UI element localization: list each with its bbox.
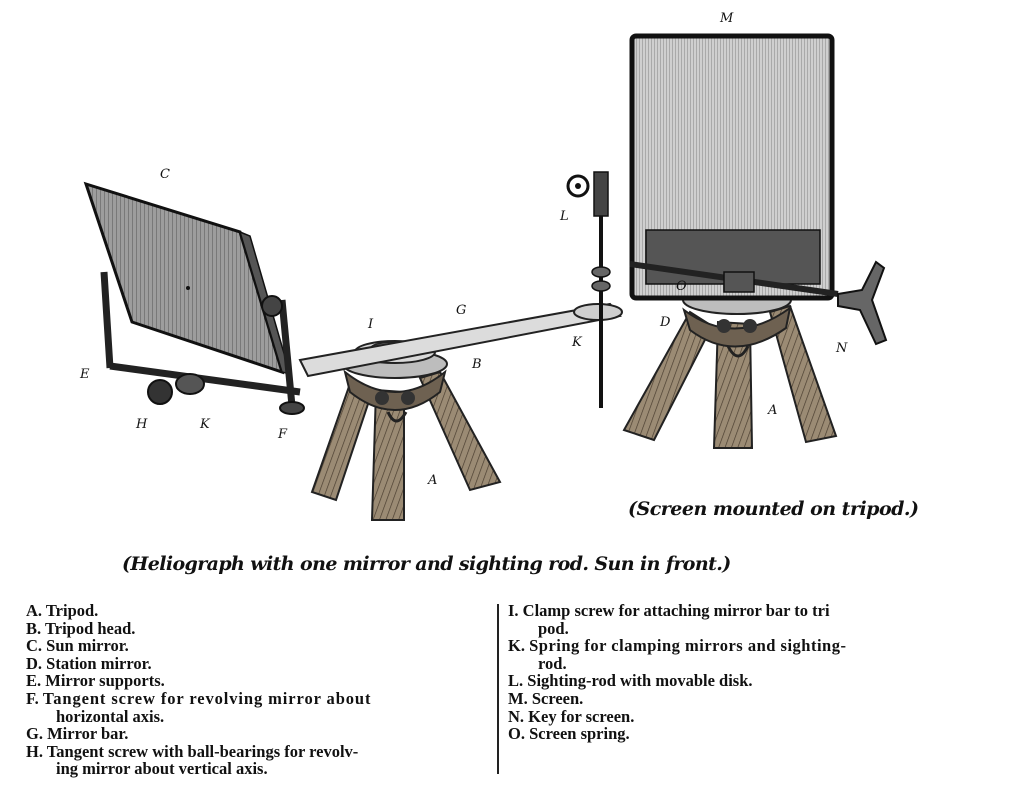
- screen-caption: (Screen mounted on tripod.): [628, 498, 919, 520]
- legend-item-k: K. Spring for clamping mirrors and sight…: [508, 636, 847, 673]
- legend-right-column: I. Clamp screw for attaching mirror bar …: [508, 602, 978, 743]
- screen: [629, 33, 888, 346]
- label-g: G: [456, 303, 466, 318]
- legend-divider: [497, 604, 499, 774]
- legend-item-m: M. Screen.: [508, 688, 584, 708]
- label-k-right: K: [571, 335, 583, 350]
- label-m: M: [719, 11, 734, 26]
- left-tripod: [310, 369, 502, 521]
- label-h: H: [135, 417, 148, 432]
- legend-item-f: F. Tangent screw for revolving mirror ab…: [26, 688, 372, 726]
- mirror-bar: [298, 302, 623, 378]
- legend-item-d: D. Station mirror.: [26, 653, 152, 673]
- heliograph-caption: (Heliograph with one mirror and sighting…: [122, 553, 731, 575]
- label-a-left: A: [427, 473, 437, 488]
- legend-item-i: I. Clamp screw for attaching mirror bar …: [508, 601, 830, 638]
- legend-item-l: L. Sighting-rod with movable disk.: [508, 671, 753, 691]
- legend-item-e: E. Mirror supports.: [26, 671, 165, 691]
- legend-item-c: C. Sun mirror.: [26, 636, 129, 656]
- legend-left-column: A. Tripod. B. Tripod head. C. Sun mirror…: [26, 602, 494, 778]
- legend-item-n: N. Key for screen.: [508, 706, 635, 726]
- label-c: C: [160, 167, 170, 182]
- label-l: L: [559, 209, 569, 224]
- label-d: D: [659, 315, 671, 330]
- label-f: F: [277, 427, 288, 442]
- right-tripod: [622, 285, 838, 449]
- label-i: I: [367, 317, 374, 332]
- sun-mirror-assembly: [83, 181, 305, 415]
- label-n: N: [835, 341, 848, 356]
- legend-item-a: A. Tripod.: [26, 601, 99, 620]
- label-b: B: [471, 357, 482, 372]
- label-e: E: [79, 367, 90, 382]
- heliograph-illustration: C E H K F I G B A L K M O D N A: [79, 11, 888, 521]
- legend-item-b: B. Tripod head.: [26, 618, 136, 638]
- label-o: O: [676, 279, 687, 294]
- label-a-right: A: [767, 403, 777, 418]
- legend-item-o: O. Screen spring.: [508, 724, 630, 744]
- figure-labels: C E H K F I G B A L K M O D N A: [79, 11, 848, 488]
- sighting-rod: [566, 171, 611, 408]
- legend-item-h: H. Tangent screw with ball-bearings for …: [26, 741, 359, 779]
- label-k-left: K: [199, 417, 211, 432]
- legend-item-g: G. Mirror bar.: [26, 724, 129, 744]
